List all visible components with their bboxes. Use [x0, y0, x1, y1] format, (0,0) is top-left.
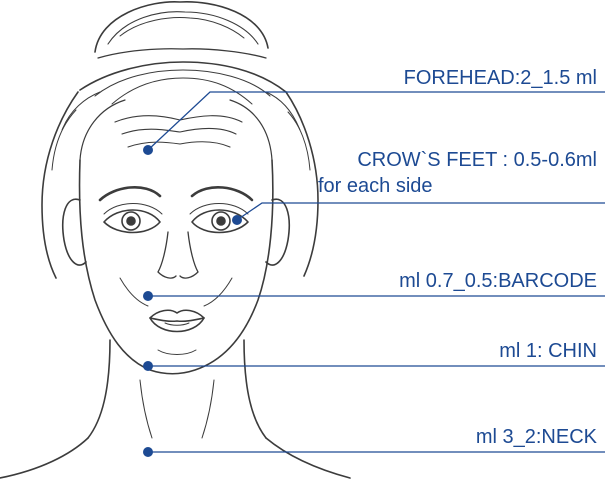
right-eyebrow: [192, 187, 252, 200]
left-eye: [104, 204, 162, 233]
barcode-label: ml 0.7_0.5:BARCODE: [399, 270, 597, 292]
forehead-wrinkles: [115, 116, 242, 147]
right-ear: [266, 199, 289, 265]
crows-feet-sublabel: for each side: [318, 175, 433, 197]
forehead-marker: [143, 92, 605, 155]
nose: [158, 232, 198, 278]
neck: [0, 340, 350, 478]
left-ear: [63, 199, 86, 265]
hair-bun: [95, 2, 268, 58]
lips: [150, 310, 204, 331]
left-eyebrow: [100, 187, 160, 200]
face-illustration: [0, 2, 350, 478]
neck-marker: [143, 447, 605, 457]
neck-label: ml 3_2:NECK: [476, 426, 598, 448]
chin-label: ml 1: CHIN: [499, 340, 597, 362]
forehead-label: FOREHEAD:2_1.5 ml: [404, 67, 597, 89]
labels: FOREHEAD:2_1.5 ml CROW`S FEET : 0.5-0.6m…: [318, 67, 598, 448]
crows-feet-label: CROW`S FEET : 0.5-0.6ml: [357, 149, 597, 171]
barcode-marker: [143, 291, 605, 301]
